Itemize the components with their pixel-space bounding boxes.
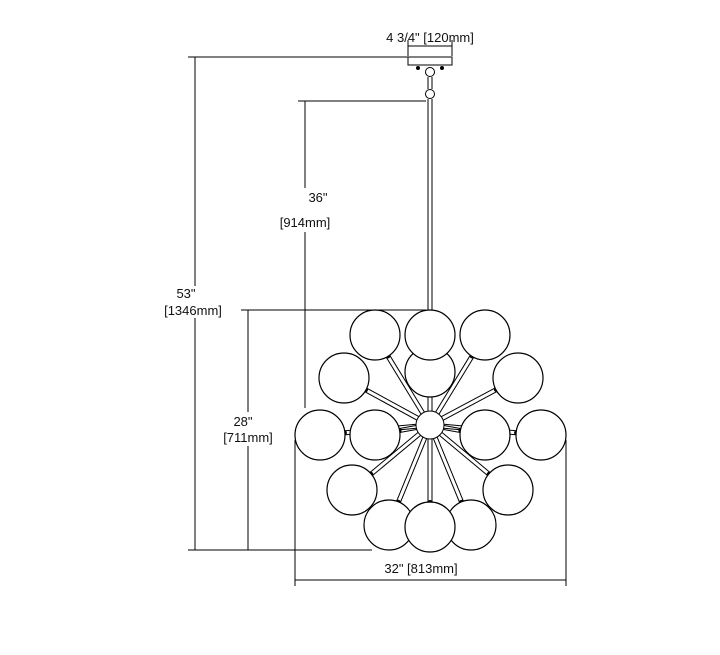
glass-globe (349, 309, 401, 361)
glass-globe (459, 409, 511, 461)
chain-length-imperial: 36" (308, 190, 327, 205)
center-hub (415, 410, 445, 440)
glass-globe (318, 352, 370, 404)
overall-height-dimension: 53" [1346mm] (164, 56, 408, 551)
fixture-height-dimension: 28" [711mm] (223, 309, 426, 550)
fixture-width-dimension: 32" [813mm] (294, 440, 567, 586)
glass-globe (492, 352, 544, 404)
glass-globe (294, 409, 346, 461)
glass-globe (326, 464, 378, 516)
globes (294, 309, 567, 553)
canopy (407, 56, 453, 70)
glass-globe (404, 501, 456, 553)
glass-globe (404, 309, 456, 361)
glass-globe (349, 409, 401, 461)
chain-links (425, 67, 435, 99)
glass-globe (459, 309, 511, 361)
canopy-width-label: 4 3/4" [120mm] (386, 30, 474, 45)
overall-height-metric: [1346mm] (164, 303, 222, 318)
glass-globe (482, 464, 534, 516)
fixture-height-metric: [711mm] (223, 430, 273, 445)
overall-height-imperial: 53" (176, 286, 195, 301)
canopy-width-dimension: 4 3/4" [120mm] (386, 30, 474, 56)
fixture-width-label: 32" [813mm] (384, 561, 457, 576)
chain-length-metric: [914mm] (280, 215, 331, 230)
fixture-height-imperial: 28" (233, 414, 252, 429)
glass-globe (515, 409, 567, 461)
chain-length-dimension: 36" [914mm] (280, 100, 426, 408)
